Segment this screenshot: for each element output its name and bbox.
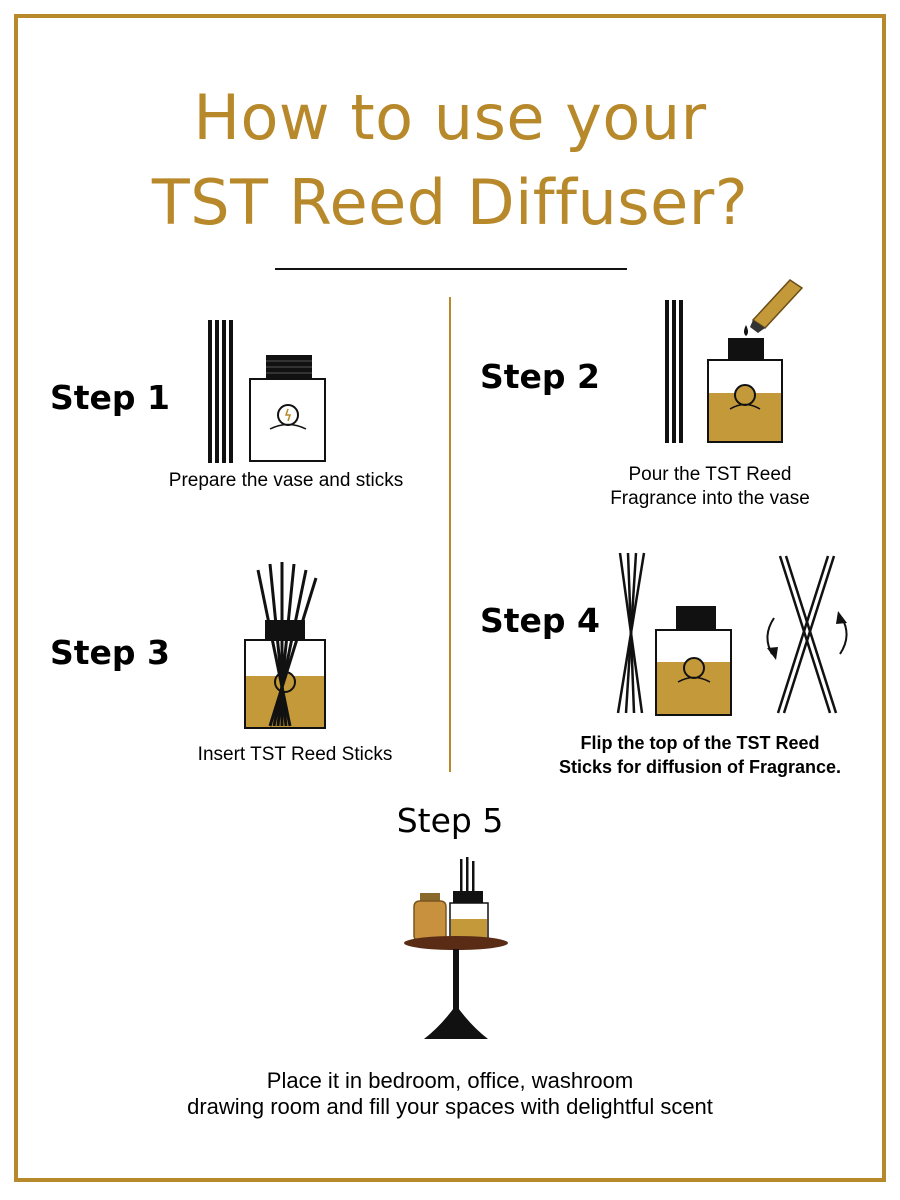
page-title-line-2: TST Reed Diffuser? [151, 166, 749, 239]
title-divider [275, 268, 627, 270]
step-1-label: Step 1 [50, 378, 170, 417]
step-3-label: Step 3 [50, 633, 170, 672]
step-4-caption: Flip the top of the TST Reed Sticks for … [558, 733, 842, 777]
column-divider [449, 297, 451, 772]
step-2-pour-fragrance-icon [665, 279, 804, 443]
step-5-label: Step 5 [396, 801, 504, 840]
step-2-caption: Pour the TST Reed Fragrance into the vas… [610, 464, 810, 509]
step-5-caption: Place it in bedroom, office, washroom dr… [187, 1068, 713, 1119]
step-1-caption: Prepare the vase and sticks [168, 470, 404, 491]
page-border [14, 14, 886, 1182]
page-title-line-1: How to use your [193, 81, 707, 154]
step-4-flip-sticks-icon [616, 552, 848, 716]
step-3-caption: Insert TST Reed Sticks [197, 744, 393, 765]
step-2-label: Step 2 [480, 357, 600, 396]
step-4-label: Step 4 [480, 601, 600, 640]
step-1-vase-and-sticks-icon [208, 320, 326, 463]
step-3-inserted-sticks-icon [244, 562, 326, 729]
step-5-table-with-diffuser-icon [404, 857, 508, 1039]
